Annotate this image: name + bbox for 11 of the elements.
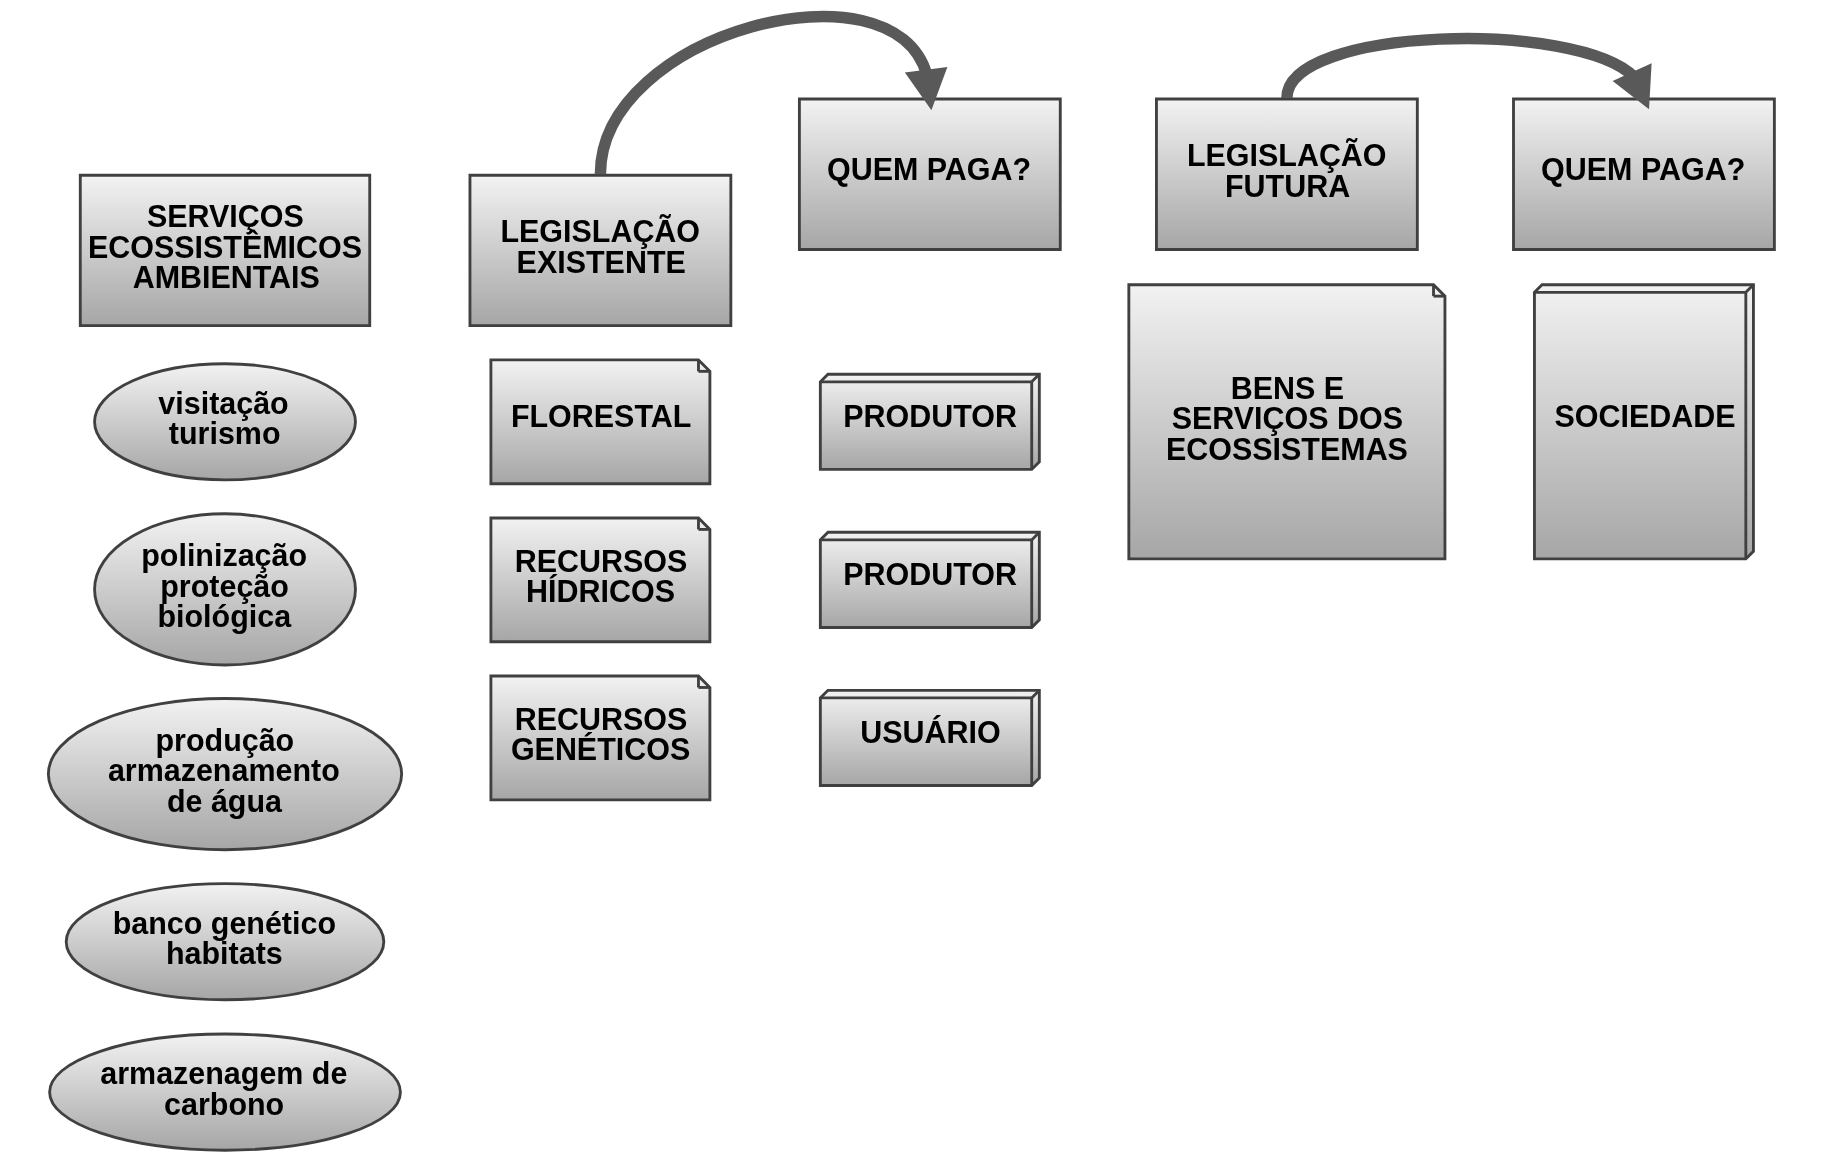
node-box: LEGISLAÇÃO EXISTENTE xyxy=(468,173,732,328)
node-box: QUEM PAGA? xyxy=(1511,97,1776,251)
node-ellipse: polinização proteção biológica xyxy=(92,512,357,667)
node-box: SERVIÇOS ECOSSISTÊMICOS AMBIENTAIS xyxy=(78,173,371,328)
arrow xyxy=(594,10,947,176)
node-ellipse: visitação turismo xyxy=(92,362,357,482)
node-ellipse: produção armazenamento de água xyxy=(46,697,403,852)
node-box: LEGISLAÇÃO FUTURA xyxy=(1154,97,1419,251)
node-ellipse: armazenagem de carbono xyxy=(47,1032,402,1152)
node-ellipse: banco genético habitats xyxy=(64,882,385,1002)
node-box: QUEM PAGA? xyxy=(797,97,1062,251)
